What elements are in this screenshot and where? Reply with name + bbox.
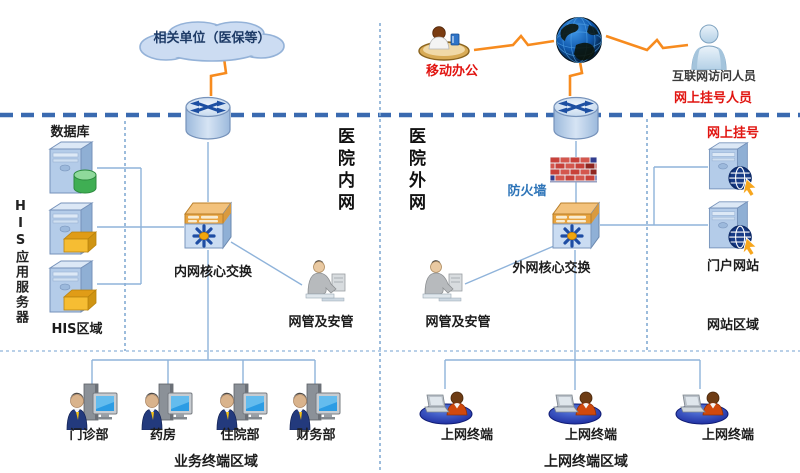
portal-website-label: 门户网站 (706, 259, 759, 274)
his-app-server-icon (46, 201, 98, 255)
online-registration-visitor-label: 网上挂号人员 (673, 91, 752, 106)
database-server-icon (46, 140, 98, 194)
net-terminal-label: 上网终端 (564, 428, 617, 443)
mobile-office-label: 移动办公 (425, 64, 478, 79)
net-terminal-area-label: 上网终端区域 (544, 454, 628, 470)
workstation-icon (216, 382, 268, 430)
internet-visitor-icon (687, 24, 731, 70)
workstation-icon (66, 382, 118, 430)
intranet-router-icon (184, 95, 232, 142)
terminal-label-pharmacy: 药房 (149, 428, 176, 443)
laptop-terminal-icon (675, 387, 729, 425)
cloud-icon (139, 21, 285, 62)
cloud-label: 相关单位（医保等） (153, 31, 271, 46)
terminal-label-finance: 财务部 (296, 428, 336, 443)
terminal-label-inpatient: 住院部 (220, 428, 260, 443)
intranet-core-switch-icon (183, 200, 233, 250)
intranet-admin-label: 网管及安管 (288, 315, 354, 330)
laptop-terminal-icon (548, 387, 602, 425)
external-units-cloud: 相关单位（医保等） (136, 18, 288, 64)
laptop-terminal-icon (419, 387, 473, 425)
intranet-core-switch-label: 内网核心交换 (173, 265, 252, 280)
extranet-router-icon (552, 95, 600, 142)
his-app-server-icon (46, 259, 98, 313)
extranet-core-switch-icon (551, 200, 601, 250)
online-registration-label: 网上挂号 (706, 126, 759, 141)
internet-visitor-label: 互联网访问人员 (671, 69, 756, 83)
his-area-label: HIS区域 (51, 322, 103, 337)
workstation-icon (141, 382, 193, 430)
net-terminal-label: 上网终端 (701, 428, 754, 443)
web-server-icon (705, 200, 759, 256)
website-area-label: 网站区域 (706, 318, 759, 333)
database-label: 数据库 (50, 125, 90, 140)
mobile-office-icon (418, 25, 472, 61)
workstation-icon (289, 382, 341, 430)
firewall-label: 防火墙 (507, 184, 547, 199)
his-servers-label: HIS应用服务器 (13, 199, 28, 325)
extranet-core-switch-label: 外网核心交换 (512, 261, 591, 276)
intranet-zone-title: 医院内网 (334, 127, 354, 215)
extranet-admin-person-icon (409, 258, 467, 308)
firewall-icon (549, 156, 599, 183)
extranet-zone-title: 医院外网 (405, 127, 425, 215)
extranet-admin-label: 网管及安管 (425, 315, 491, 330)
net-terminal-label: 上网终端 (440, 428, 493, 443)
intranet-admin-person-icon (292, 258, 350, 308)
terminal-label-outpatient: 门诊部 (69, 428, 109, 443)
business-terminal-area-label: 业务终端区域 (174, 454, 258, 470)
web-server-icon (705, 141, 759, 197)
internet-globe-icon (551, 16, 607, 66)
